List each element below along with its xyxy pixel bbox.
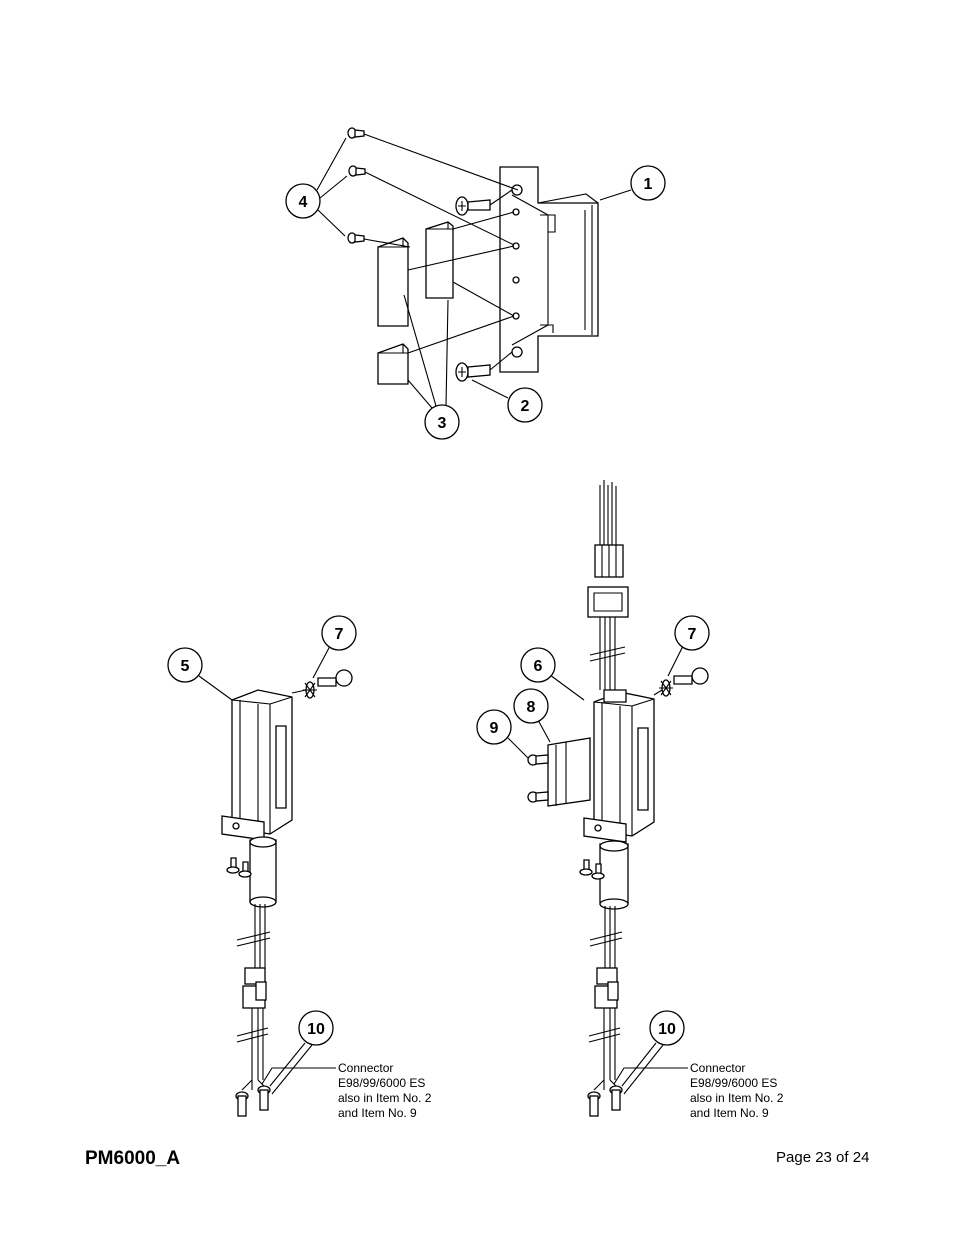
callout-balloon-8: [513, 688, 549, 724]
callout-balloon-7-right: [674, 615, 710, 651]
washer-screw-right: [673, 667, 709, 685]
callout-label-8: 8: [527, 699, 536, 716]
callout-label-1: 1: [644, 176, 653, 193]
callout-label-6: 6: [534, 658, 543, 675]
callout-balloon-9: [476, 709, 512, 745]
callout-label-4: 4: [299, 194, 308, 211]
faceplate: [499, 166, 599, 373]
connector-note-left-line3: also in Item No. 2: [338, 1091, 432, 1105]
callout-label-3: 3: [438, 415, 447, 432]
washer-screw-left: [317, 669, 353, 687]
connector-note-right-line3: also in Item No. 2: [690, 1091, 784, 1105]
connector-note-right-line2: E98/99/6000 ES: [690, 1076, 778, 1090]
document-id: PM6000_A: [85, 1148, 181, 1169]
solenoid-module-left: [221, 669, 353, 1117]
mount-hole: [511, 346, 523, 358]
shim-2: [425, 221, 454, 299]
callouts: 1 4 2 3 5 7 6 7 8 9: [167, 137, 710, 1095]
callout-balloon-4: [285, 183, 321, 219]
callout-label-10-left: 10: [307, 1021, 325, 1038]
bracket-screw-1: [527, 754, 549, 766]
callout-label-9: 9: [490, 720, 499, 737]
small-screw-2: [348, 165, 366, 177]
faceplate-assembly: [347, 127, 599, 385]
callout-label-7-right: 7: [688, 626, 697, 643]
callout-balloon-1: [630, 165, 666, 201]
mount-screw-top: [455, 196, 491, 216]
callout-label-7-left: 7: [335, 626, 344, 643]
shim-1: [377, 237, 409, 327]
connector-pin-right-2: [609, 1085, 623, 1111]
solenoid-module-right: [527, 480, 709, 1117]
harness-receptacle: [587, 586, 629, 618]
mount-screw-bottom: [455, 362, 491, 382]
connector-note-left-line4: and Item No. 9: [338, 1106, 417, 1120]
callout-balloon-10-left: [298, 1010, 334, 1046]
shim-3: [377, 343, 409, 385]
callout-label-5: 5: [181, 658, 190, 675]
lock-washer-right: [659, 679, 673, 697]
callout-label-10-right: 10: [658, 1021, 676, 1038]
connector-note-right-line4: and Item No. 9: [690, 1106, 769, 1120]
connector-note-left-line2: E98/99/6000 ES: [338, 1076, 426, 1090]
connector-pin-left-1: [235, 1091, 249, 1117]
connector-pin-right-1: [587, 1091, 601, 1117]
callout-balloon-10-right: [649, 1010, 685, 1046]
connector-note-right-line1: Connector: [690, 1061, 746, 1075]
callout-balloon-6: [520, 647, 556, 683]
bracket-screw-2: [527, 791, 549, 803]
callout-balloon-2: [507, 387, 543, 423]
small-screw-3: [347, 232, 365, 244]
connector-note-left-line1: Connector: [338, 1061, 394, 1075]
callout-balloon-3: [424, 404, 460, 440]
mounting-bracket: [547, 737, 591, 807]
connector-note-right: Connector E98/99/6000 ES also in Item No…: [690, 1061, 783, 1121]
small-screw-1: [347, 127, 365, 139]
connector-note-left: Connector E98/99/6000 ES also in Item No…: [338, 1061, 431, 1121]
page-number: Page 23 of 24: [776, 1149, 870, 1166]
connector-pin-left-2: [257, 1085, 271, 1111]
callout-balloon-7-left: [321, 615, 357, 651]
callout-label-2: 2: [521, 398, 530, 415]
callout-balloon-5: [167, 647, 203, 683]
